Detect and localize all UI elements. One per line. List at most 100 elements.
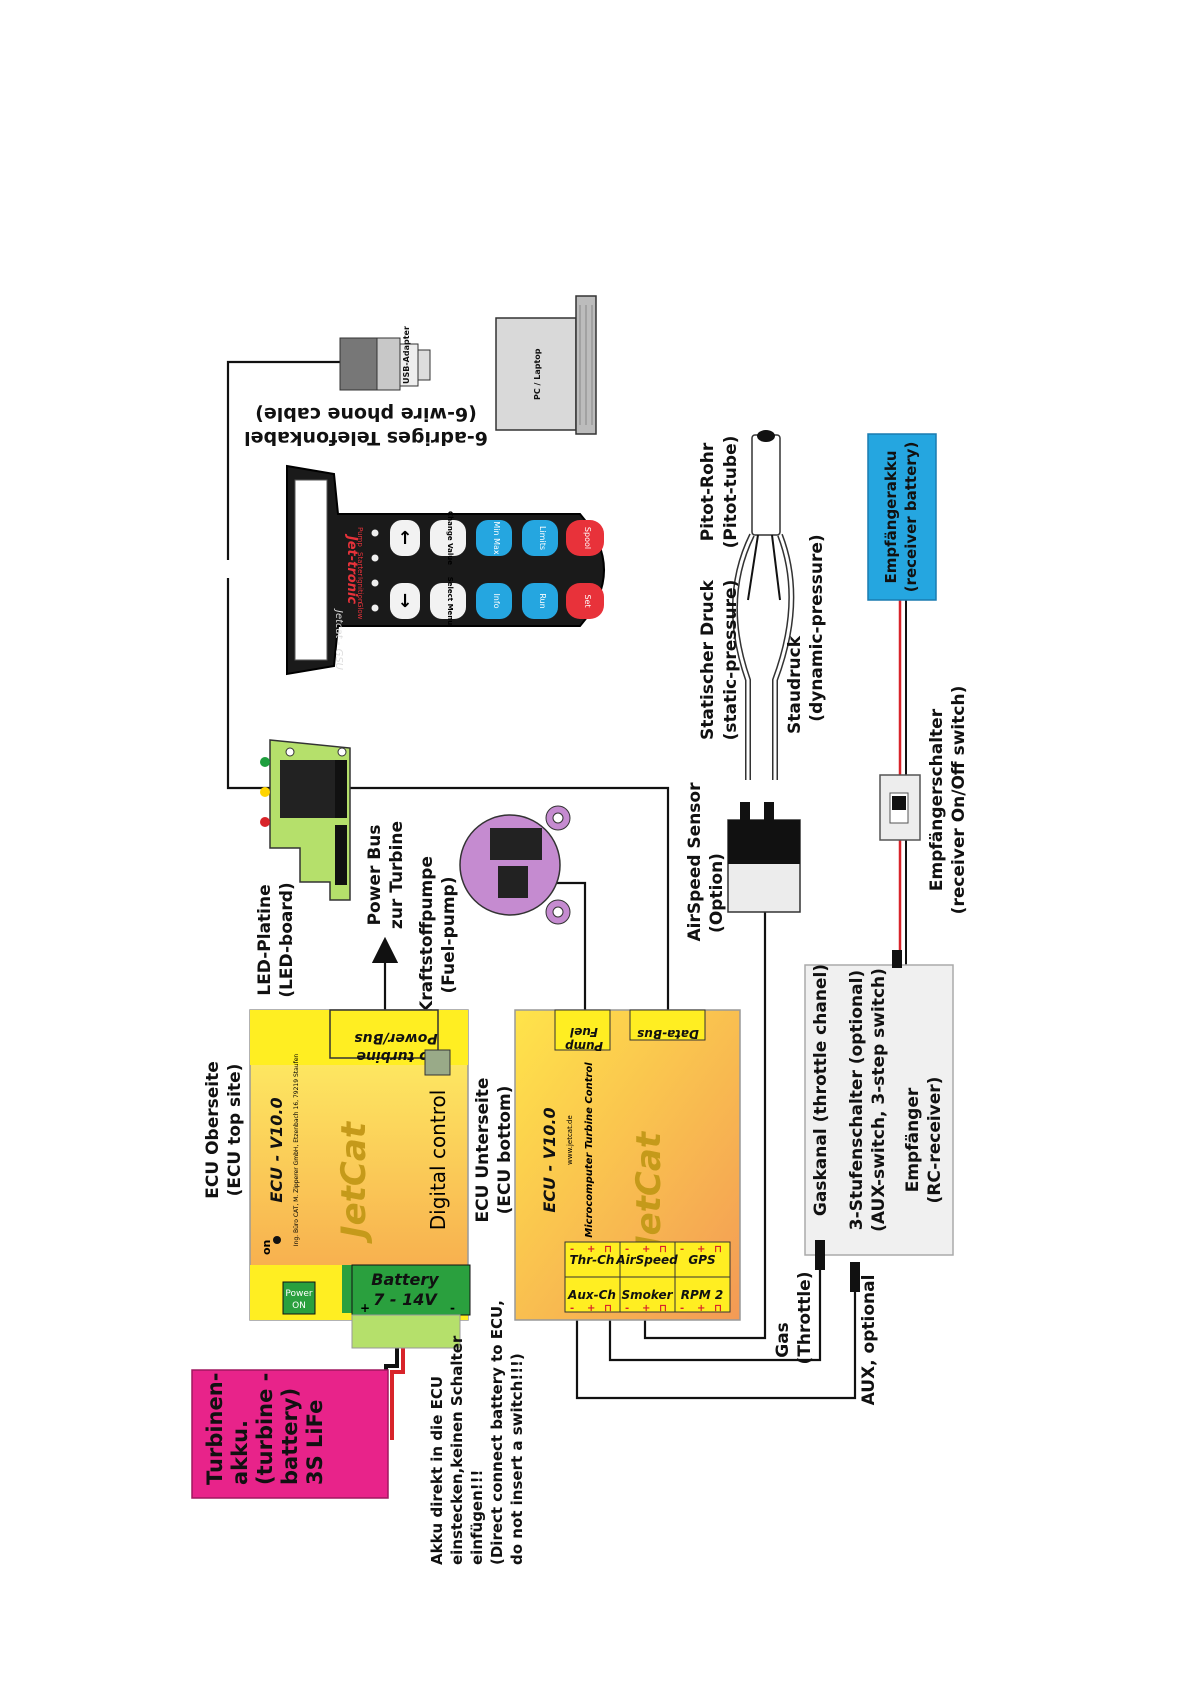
receiver-switch[interactable] [879, 774, 921, 841]
gsu-key-run[interactable]: Run [522, 583, 558, 619]
rx-battery-label-de: Empfängerakku [882, 450, 900, 583]
ecu-top-digital: Digital control [426, 1090, 450, 1231]
rc-receiver [804, 950, 954, 1292]
svg-text:-: - [625, 1244, 629, 1255]
gaskanal-label: Gaskanal (throttle chanel) [811, 964, 831, 1216]
gsu-key-select-menu[interactable]: Select Menu [430, 577, 466, 626]
svg-text:(turbine -: (turbine - [253, 1373, 277, 1485]
port-smoker: Smoker [622, 1288, 674, 1302]
gsu-key-limits[interactable]: Limits [522, 520, 558, 556]
airspeed-sensor [727, 802, 801, 913]
fuel-pump-label-en: (Fuel-pump) [439, 877, 459, 994]
gsu-key-change-value[interactable]: Change Value [430, 511, 466, 565]
airspeed-label-de: AirSpeed Sensor [685, 782, 705, 942]
dynamic-label-de: Staudruck [785, 635, 805, 734]
svg-text:+: + [697, 1303, 705, 1314]
gsu-key-info[interactable]: Info [476, 583, 512, 619]
svg-text:Limits: Limits [538, 526, 547, 550]
static-label-en: (static-pressure) [721, 580, 741, 741]
svg-text:+: + [697, 1244, 705, 1255]
six-wire-label-de: 6-adriges Telefonkabel [244, 427, 488, 449]
ecu-bottom-subtitle: Microcomputer Turbine Control [584, 1062, 595, 1238]
ecu-top-title: ECU - V10.0 [267, 1097, 286, 1202]
svg-text:Set: Set [583, 594, 592, 607]
ecu-top-label-en: (ECU top site) [225, 1064, 245, 1197]
port-aux-ch: Aux-Ch [567, 1288, 616, 1302]
svg-text:Select Menu: Select Menu [446, 577, 454, 626]
svg-text:Turbinen-: Turbinen- [203, 1373, 227, 1485]
svg-text:akku.: akku. [228, 1420, 252, 1485]
cable-aux [575, 1270, 857, 1400]
receiver-label-en: (RC-receiver) [925, 1077, 945, 1204]
ecu-top-power-on[interactable]: Power ON [282, 1281, 316, 1315]
stufen-label-2: (AUX-switch, 3-step switch) [869, 968, 889, 1232]
ecu-top-address: Ing. Büro CAT, M. Zipperer GmbH, Etzenba… [293, 1054, 300, 1247]
led-starter-label: Starter [356, 552, 364, 576]
svg-text:⊓: ⊓ [714, 1244, 722, 1255]
ecu-bottom-label-de: ECU Unterseite [473, 1078, 493, 1223]
svg-text:Power: Power [285, 1289, 313, 1299]
gsu-key-up[interactable]: ↑ [390, 520, 420, 556]
turbine-battery-wire-red [390, 1348, 405, 1440]
svg-text:Info: Info [492, 593, 501, 608]
svg-text:Fuel: Fuel [569, 1025, 598, 1039]
svg-text:do not insert a switch!!!): do not insert a switch!!!) [508, 1353, 526, 1565]
pitot-tube [731, 430, 795, 780]
gas-label-2: (Throttle) [795, 1272, 815, 1365]
ecu-bottom-url: www.jetcat.de [566, 1115, 574, 1165]
svg-text:Min Max: Min Max [492, 521, 501, 555]
svg-text:-: - [570, 1303, 574, 1314]
gsu-key-set[interactable]: Set [566, 583, 604, 619]
svg-text:to turbine: to turbine [356, 1048, 435, 1064]
static-label-de: Statischer Druck [698, 579, 718, 740]
led-board-label-de: LED-Platine [255, 884, 275, 995]
svg-text:Spool: Spool [583, 527, 592, 549]
dynamic-label-en: (dynamic-pressure) [807, 534, 827, 721]
svg-text:⊓: ⊓ [659, 1303, 667, 1314]
svg-text:Power/Bus: Power/Bus [354, 1030, 437, 1046]
ecu-bottom-ports: Thr-Ch AirSpeed GPS Aux-Ch Smoker RPM 2 … [564, 1241, 731, 1314]
port-thr-ch: Thr-Ch [570, 1253, 615, 1267]
svg-text:+: + [642, 1244, 650, 1255]
laptop: PC / Laptop [495, 295, 597, 435]
ecu-top-on: on [260, 1240, 273, 1255]
receiver-label-de: Empfänger [903, 1087, 923, 1192]
ecu-top-brand: JetCat [334, 1120, 374, 1244]
stufen-label-1: 3-Stufenschalter (optional) [847, 970, 867, 1230]
svg-text:Battery: Battery [371, 1270, 439, 1289]
usb-adapter-label: USB-Adapter [402, 326, 411, 384]
svg-text:battery): battery) [278, 1388, 302, 1485]
pitot-label-en: (Pitot-tube) [721, 436, 741, 549]
aux-optional-label: AUX, optional [859, 1275, 879, 1406]
ecu-top-power-bus: Power/Bus to turbine [329, 1009, 439, 1064]
led-board-label-en: (LED-board) [277, 882, 297, 997]
six-wire-label-en: (6-wire phone cable) [255, 403, 477, 425]
led-board [260, 739, 351, 901]
svg-text:Change Value: Change Value [446, 511, 454, 565]
phone-cable-to-usb [226, 360, 340, 560]
gsu-leds: Pump Starter Ignition Glow [356, 527, 379, 620]
svg-text:-: - [680, 1244, 684, 1255]
svg-text:3S LiFe: 3S LiFe [303, 1400, 327, 1485]
gsu-key-down[interactable]: ↓ [390, 583, 420, 619]
svg-text:-: - [680, 1303, 684, 1314]
port-rpm2: RPM 2 [681, 1288, 724, 1302]
gas-label-1: Gas [773, 1322, 793, 1358]
gsu-key-spool[interactable]: Spool [566, 520, 604, 556]
ecu-bottom-brand: JetCat [629, 1130, 669, 1254]
svg-text:einstecken,keinen Schalter: einstecken,keinen Schalter [448, 1335, 466, 1565]
port-gps: GPS [688, 1253, 715, 1267]
turbine-battery: Turbinen- akku. (turbine - battery) 3S L… [191, 1369, 389, 1499]
svg-text:Data-Bus: Data-Bus [637, 1027, 699, 1041]
ecu-bottom-fuel-pump-port: Fuel Pump [554, 1009, 611, 1053]
led-glow-label: Glow [356, 602, 364, 620]
svg-text:-: - [450, 1301, 455, 1315]
svg-text:7 - 14V: 7 - 14V [373, 1290, 438, 1309]
port-airspeed: AirSpeed [615, 1253, 678, 1267]
svg-text:Run: Run [538, 593, 547, 608]
rx-switch-label-de: Empfängerschalter [927, 708, 947, 891]
battery-warning: Akku direkt in die ECU einstecken,keinen… [428, 1300, 526, 1565]
svg-text:Akku direkt in die ECU: Akku direkt in die ECU [428, 1376, 446, 1565]
receiver-battery: Empfängerakku (receiver battery) [867, 433, 937, 601]
gsu-key-min-max[interactable]: Min Max [476, 520, 512, 556]
